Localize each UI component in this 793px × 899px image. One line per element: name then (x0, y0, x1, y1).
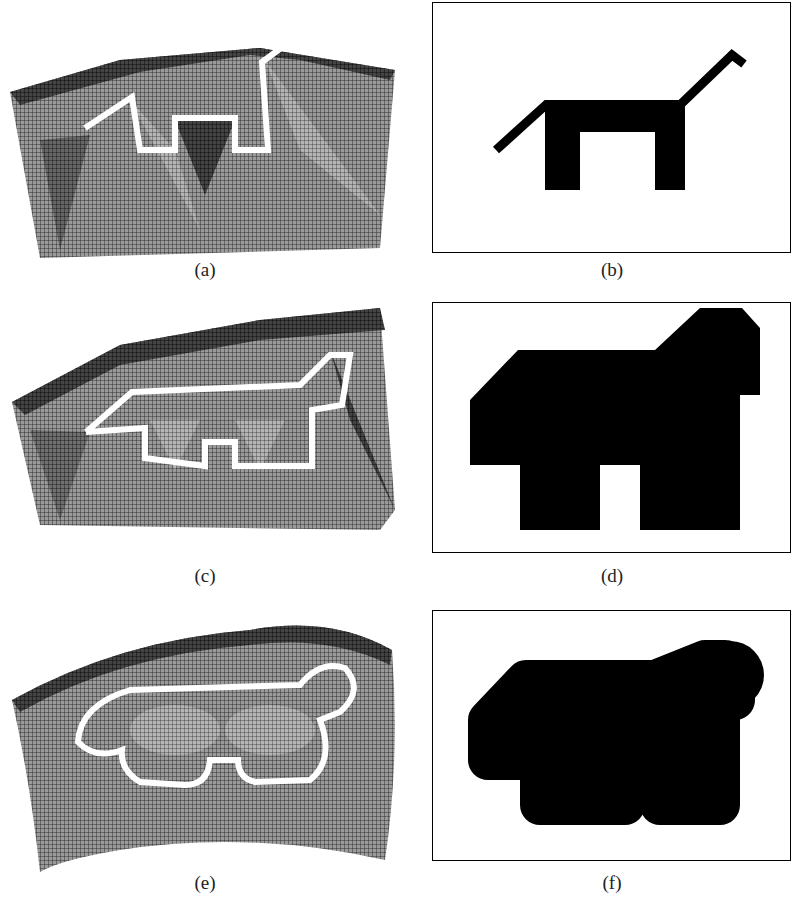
panel-label: (c) (192, 565, 217, 587)
binary-shape-b (433, 3, 791, 253)
panel-label: (b) (599, 259, 625, 281)
panel-label: (a) (192, 259, 217, 281)
distance-surface-c (12, 308, 395, 530)
panel-label: (d) (599, 565, 625, 587)
panel-label: (e) (192, 872, 217, 894)
distance-surface-e (12, 626, 395, 873)
binary-shape-d (433, 303, 791, 553)
distance-surface-a (10, 40, 395, 258)
panel-label: (f) (601, 872, 624, 894)
binary-shape-f (433, 611, 791, 861)
